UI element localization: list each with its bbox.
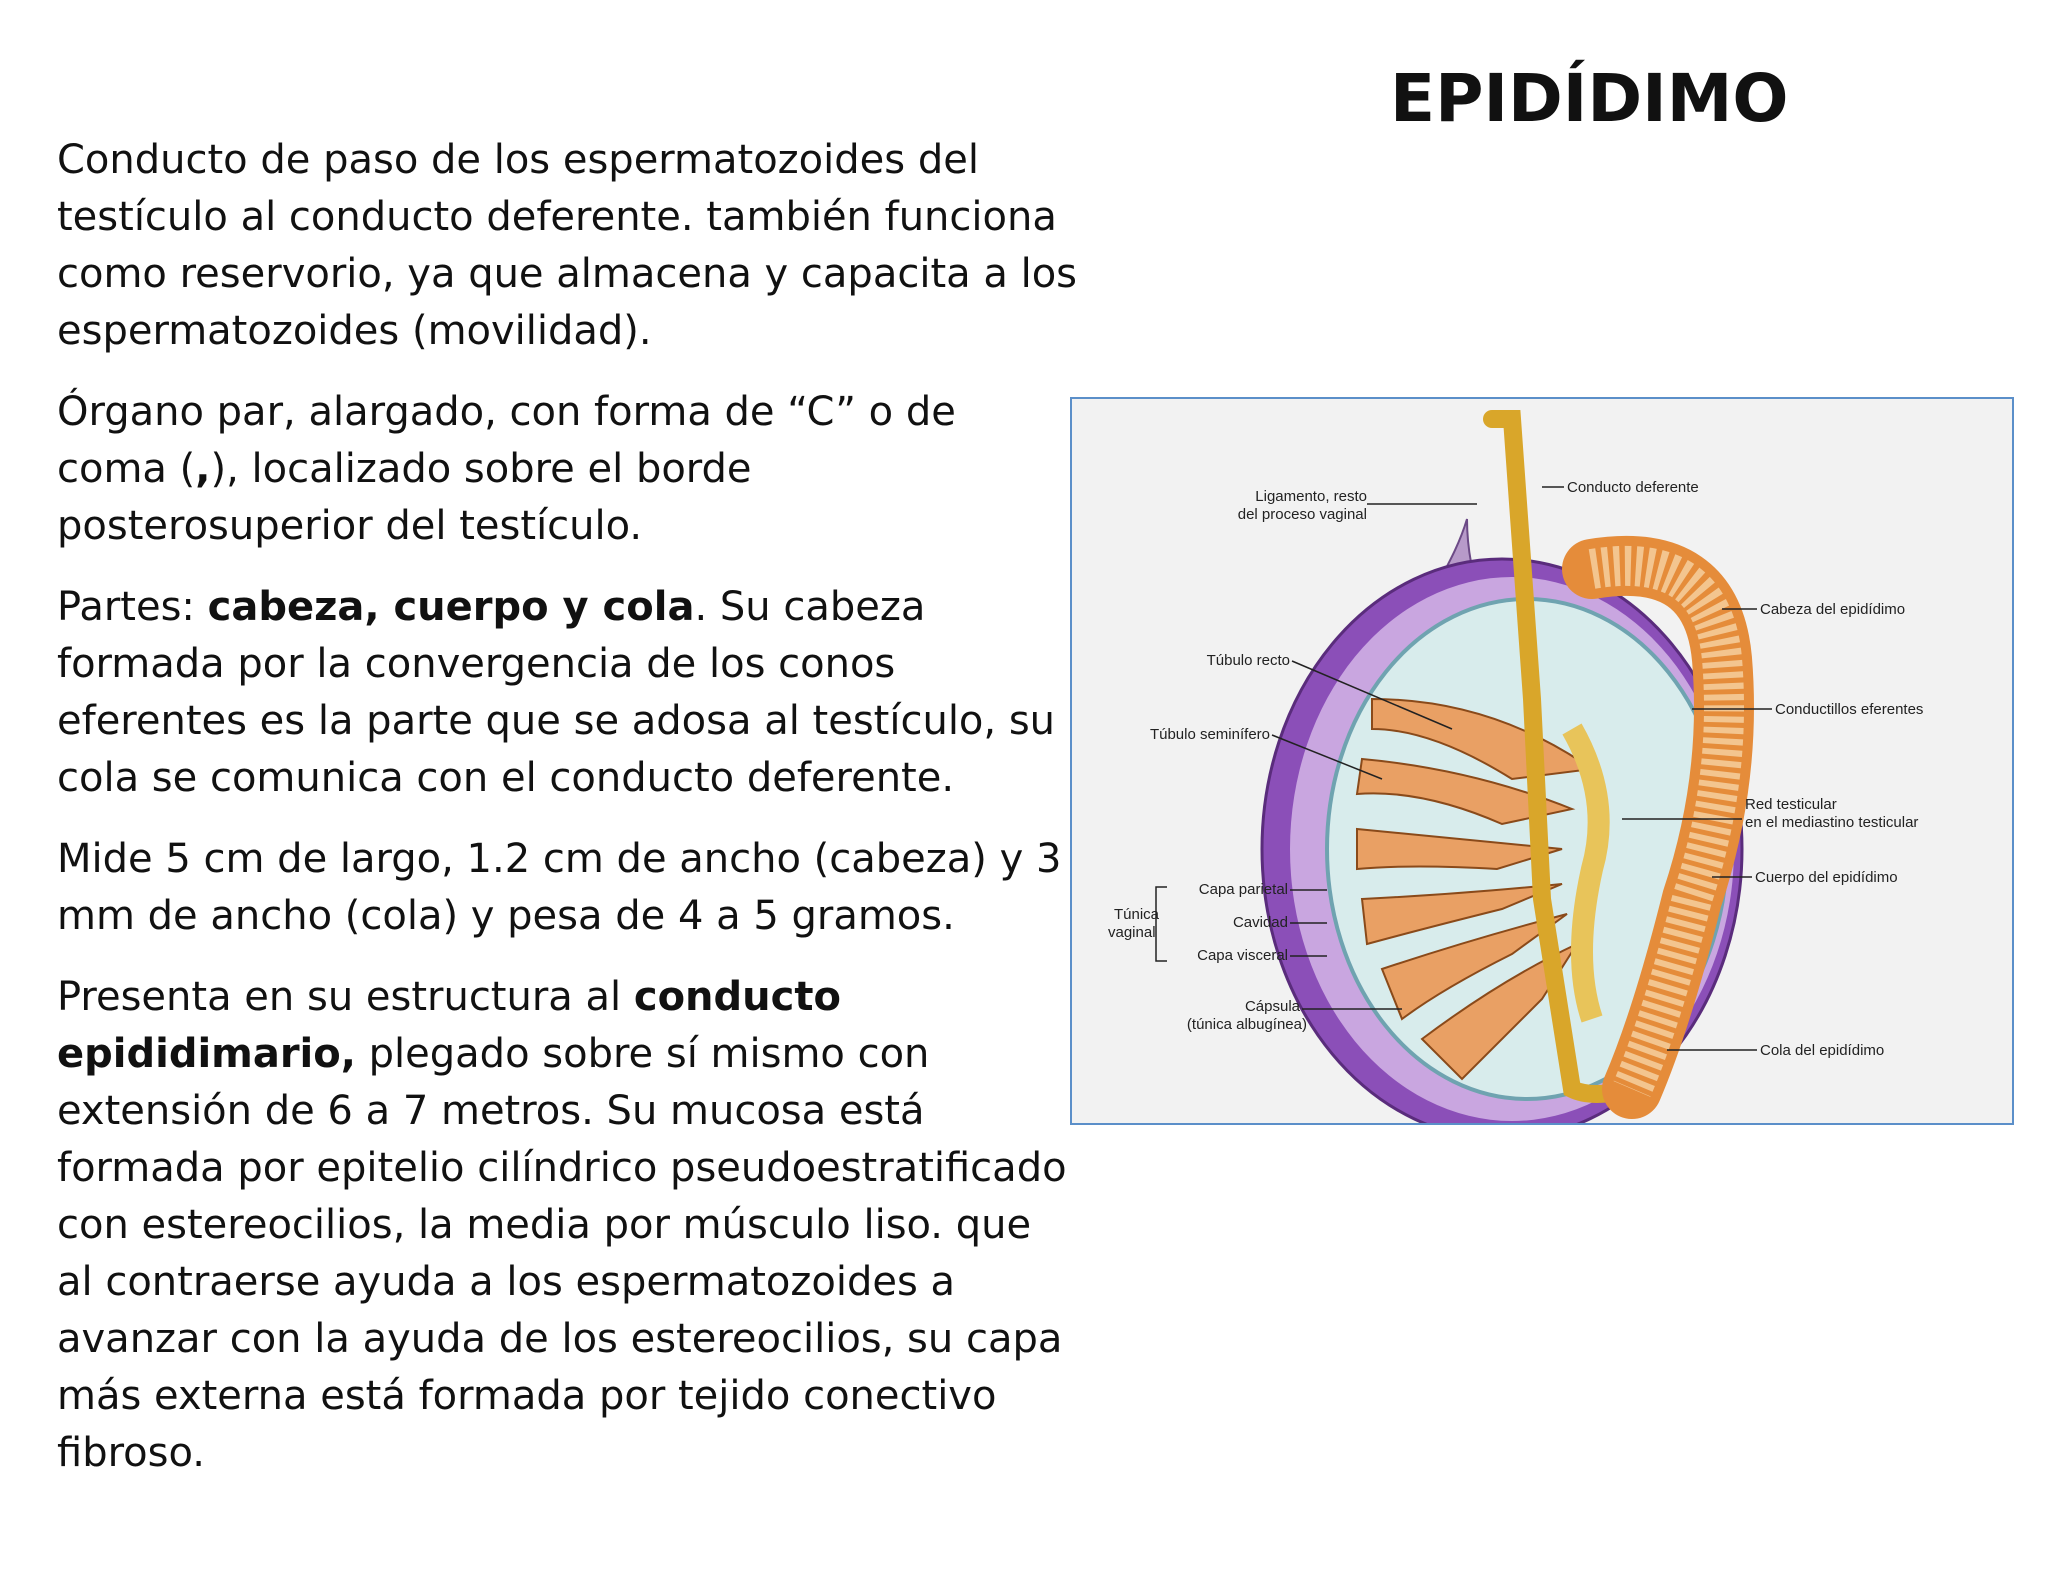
label-cabeza: Cabeza del epidídimo — [1760, 601, 1905, 618]
label-cuerpo: Cuerpo del epidídimo — [1755, 869, 1898, 886]
label-capa-parietal: Capa parietal — [1199, 881, 1288, 898]
label-ligamento-1: Ligamento, resto — [1255, 488, 1367, 505]
rete-testis-shape — [1562, 723, 1610, 1023]
paragraph-structure: Presenta en su estructura al conducto ep… — [57, 974, 1067, 1476]
label-conductillos: Conductillos eferentes — [1775, 701, 1923, 718]
label-capsula-1: Cápsula — [1245, 998, 1301, 1015]
label-capsula-2: (túnica albugínea) — [1187, 1016, 1307, 1033]
label-cavidad: Cavidad — [1233, 914, 1288, 931]
label-ligamento-2: del proceso vaginal — [1238, 506, 1367, 523]
label-cola: Cola del epidídimo — [1760, 1042, 1884, 1059]
paragraph-shape: Órgano par, alargado, con forma de “C” o… — [57, 389, 956, 549]
label-conducto-deferente: Conducto deferente — [1567, 479, 1699, 496]
epididymis-shape — [1562, 535, 1754, 1119]
paragraph-parts: Partes: cabeza, cuerpo y cola. Su cabeza… — [57, 584, 1056, 801]
label-tunica-2: vaginal — [1108, 924, 1156, 941]
body-text: Conducto de paso de los espermatozoides … — [57, 132, 1077, 1506]
paragraph-measurements: Mide 5 cm de largo, 1.2 cm de ancho (cab… — [57, 836, 1062, 939]
label-tubulo-recto: Túbulo recto — [1207, 652, 1290, 669]
page-title: EPIDÍDIMO — [1390, 60, 1789, 137]
label-red-1: Red testicular — [1745, 796, 1837, 813]
diagram-svg: Ligamento, resto del proceso vaginal Con… — [1108, 410, 1923, 1123]
label-tubulo-seminifero: Túbulo seminífero — [1150, 726, 1270, 743]
label-tunica-1: Túnica — [1114, 906, 1160, 923]
label-capa-visceral: Capa visceral — [1197, 947, 1288, 964]
paragraph-definition: Conducto de paso de los espermatozoides … — [57, 137, 1077, 354]
label-red-2: en el mediastino testicular — [1745, 814, 1918, 831]
epididymis-diagram: Ligamento, resto del proceso vaginal Con… — [1070, 397, 2014, 1125]
leader-lines — [1155, 486, 1772, 1051]
